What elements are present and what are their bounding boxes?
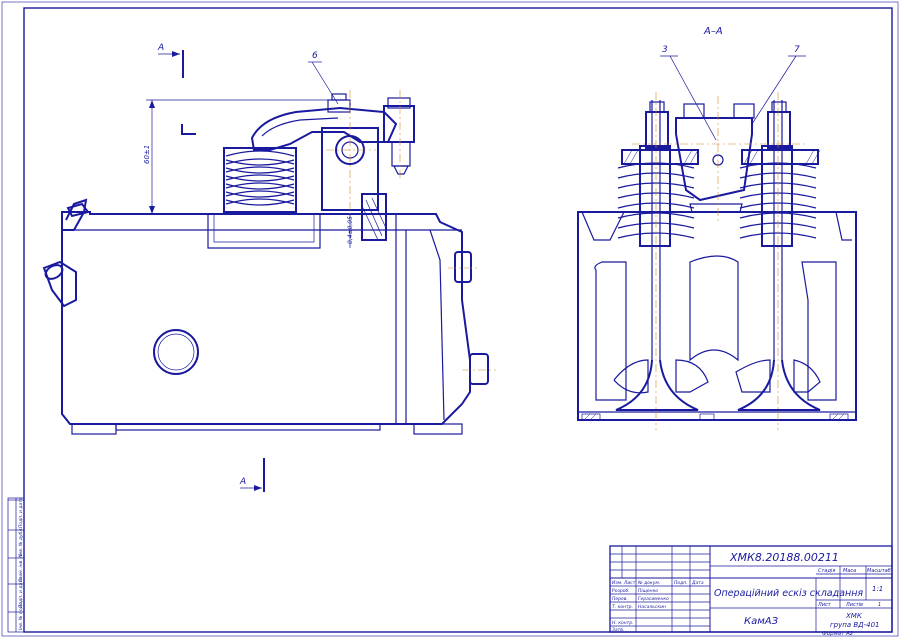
tb-name-2: Герасименко: [638, 596, 669, 602]
rocker-arm: [250, 90, 415, 241]
tb-product: КамАЗ: [744, 616, 779, 627]
tb-role-2: Перев.: [612, 596, 628, 602]
side-cell-5: Подп. и дата: [18, 497, 24, 528]
section-view: А–А: [577, 26, 857, 430]
side-strip: Інв. № подл. Подп. и дата Взам. інв. № І…: [7, 497, 25, 633]
valve-bridge: [632, 96, 808, 224]
tb-header-izm: Изм.: [612, 580, 623, 586]
tb-header-date: Дата: [691, 580, 704, 586]
tb-sheets-value: 1: [878, 602, 881, 608]
tb-designation: ХМК8.20188.00211: [729, 551, 839, 564]
callout-3: 3: [662, 45, 668, 55]
title-block: Изм. Лист № докум. Подп. Дата Розроб. Пі…: [609, 545, 893, 637]
tb-name-3: Насальскин: [638, 604, 666, 610]
tb-header-sign: Подп.: [674, 580, 688, 586]
tb-name-1: Піщенко: [638, 588, 658, 594]
tb-title: Операційний ескіз складання: [714, 588, 863, 599]
callout-6: 6: [312, 51, 318, 61]
side-cell-4: Інв. № дубл.: [18, 527, 24, 556]
valve-left: [615, 92, 699, 430]
callout-7: 7: [794, 45, 800, 55]
tb-scale-header: Масштаб: [867, 568, 891, 574]
tb-header-list: Лист: [623, 580, 636, 586]
tb-sheet-label: Лист: [817, 602, 832, 608]
tb-organization: ХМК: [845, 612, 863, 620]
tb-role-1: Розроб.: [612, 588, 630, 594]
side-view: 60±1 0,4±0,05 6 А А: [42, 43, 496, 492]
valve-spring: [223, 147, 297, 213]
tb-header-doc: № докум.: [637, 580, 660, 586]
tb-stage-header: Стадія: [818, 568, 835, 574]
tb-role-3: Т. контр.: [612, 604, 633, 610]
dimension-height: 60±1: [143, 145, 151, 164]
tb-sheets-label: Листів: [845, 602, 863, 608]
section-label: А–А: [703, 26, 723, 37]
tb-role-5: Затв.: [612, 627, 624, 633]
tb-scale-value: 1:1: [872, 585, 883, 593]
dimension-gap: 0,4±0,05: [347, 216, 354, 244]
section-arrow-top-letter: А: [157, 43, 164, 53]
tb-mass-header: Маса: [843, 568, 856, 574]
tb-role-4: Н. контр.: [612, 620, 634, 626]
side-cell-3: Взам. інв. №: [18, 553, 24, 582]
tb-format: Формат А2: [822, 631, 854, 637]
side-cell-1: Інв. № подл.: [18, 601, 24, 630]
side-cell-2: Подп. и дата: [18, 577, 24, 608]
section-arrow-bottom-letter: А: [239, 477, 246, 487]
tb-group: група ВД-401: [830, 621, 880, 629]
sheet-border-inner: [23, 7, 893, 633]
valve-right: [737, 92, 821, 430]
